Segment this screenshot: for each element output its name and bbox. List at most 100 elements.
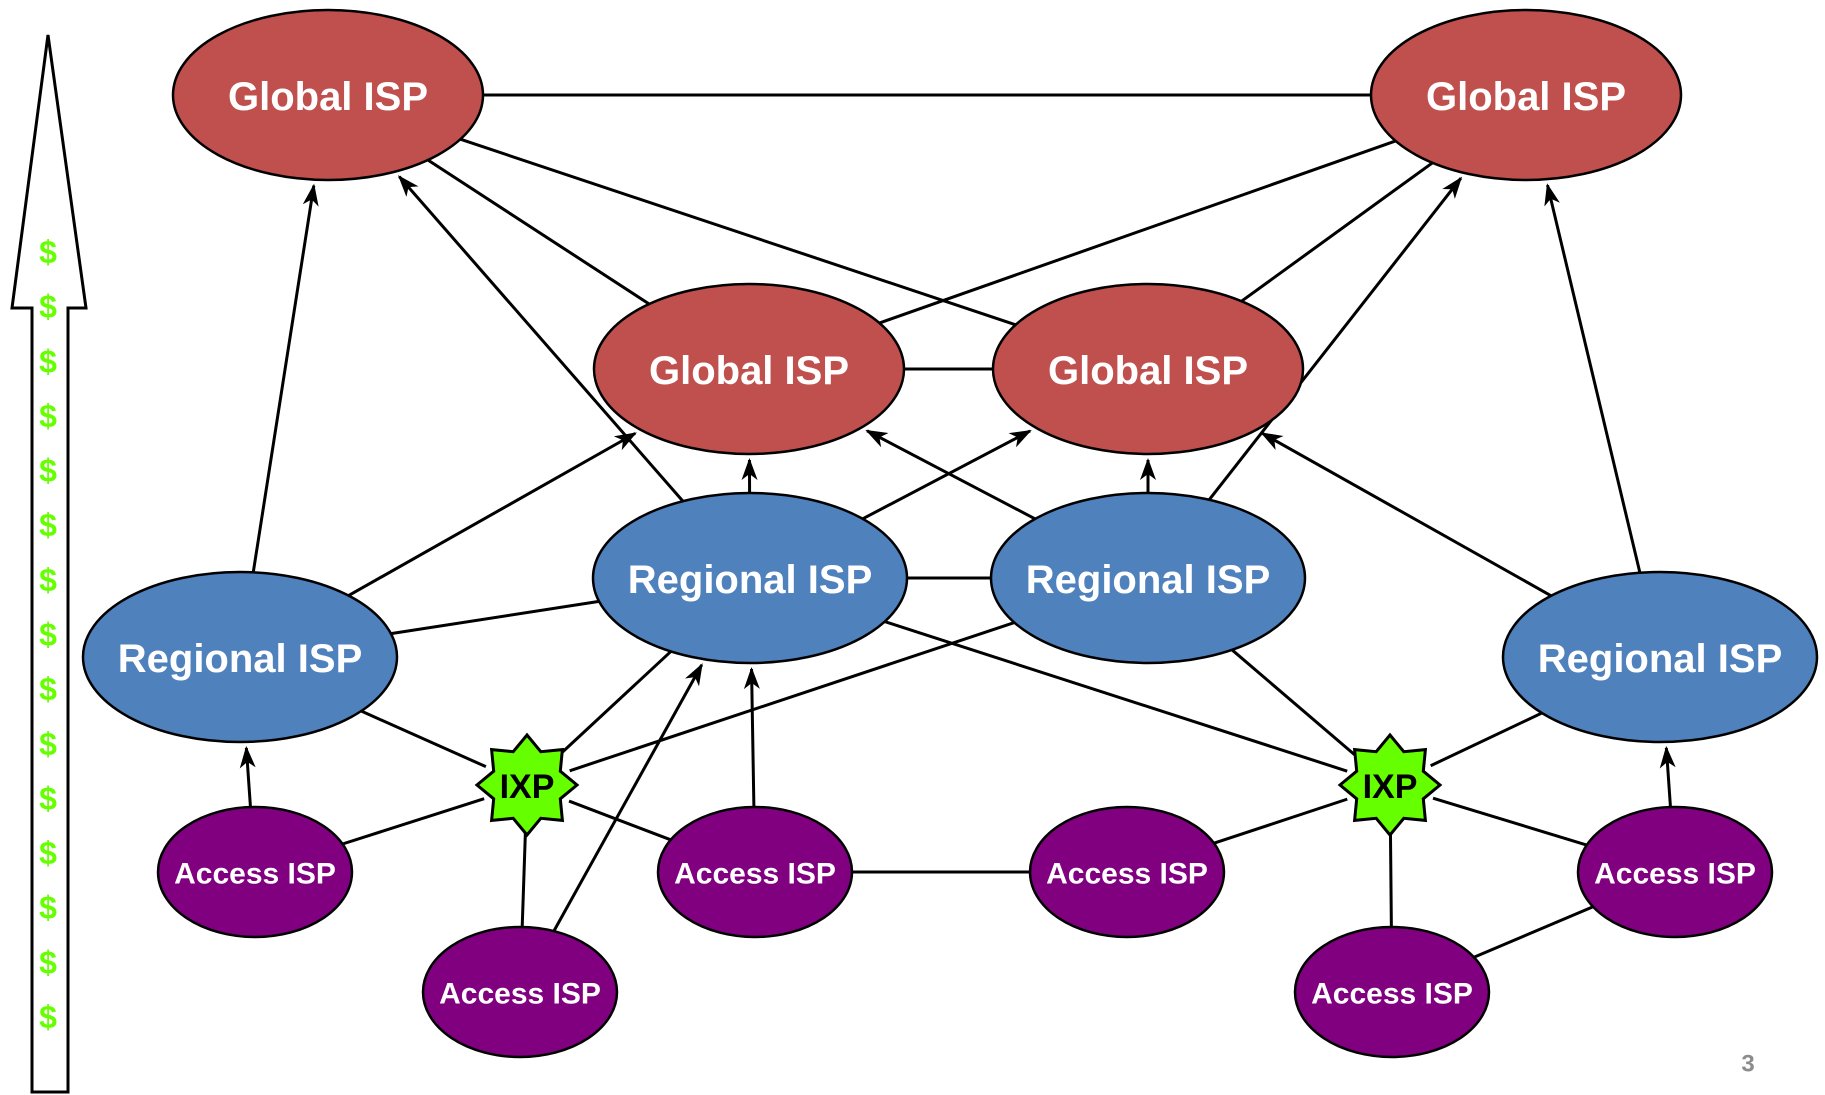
- access-isp-ellipse: [421, 925, 619, 1059]
- dollar-sign: $: [39, 780, 57, 816]
- access-isp-label: Access ISP: [1046, 858, 1208, 891]
- access-isp-node-a1: Access ISP: [156, 805, 354, 939]
- regional-isp-label: Regional ISP: [628, 558, 873, 602]
- arrow-a6-r4: [1659, 745, 1676, 808]
- ixp-label: IXP: [500, 768, 555, 806]
- dollar-stack: $ $ $ $ $ $ $ $ $ $ $ $ $ $ $: [39, 234, 57, 1035]
- global-isp-label: Global ISP: [228, 75, 428, 119]
- ixp-isp-node-x1: IXP: [474, 732, 580, 838]
- ixp-label: IXP: [1363, 768, 1418, 806]
- connection-lines: [239, 93, 1676, 959]
- global-isp-node-g1: Global ISP: [171, 8, 485, 182]
- regional-isp-ellipse: [989, 491, 1307, 665]
- access-isp-ellipse: [1576, 805, 1774, 939]
- arrow-r2-g1: [397, 175, 684, 503]
- ixp-star-shape: [1337, 732, 1443, 838]
- access-isp-node-a6: Access ISP: [1576, 805, 1774, 939]
- regional-isp-ellipse: [591, 491, 909, 665]
- link-r3-x2: [1230, 648, 1357, 757]
- global-isp-label: Global ISP: [1048, 349, 1248, 393]
- dollar-sign: $: [39, 453, 57, 489]
- dollar-sign: $: [39, 890, 57, 926]
- dollar-sign: $: [39, 289, 57, 325]
- arrow-r3-g3: [865, 429, 1036, 521]
- arrow-a3-r2: [743, 666, 760, 808]
- link-a2-x1: [520, 829, 527, 928]
- regional-isp-ellipse: [1501, 570, 1819, 744]
- global-isp-ellipse: [171, 8, 485, 182]
- link-r4-x2: [1430, 711, 1543, 768]
- regional-isp-label: Regional ISP: [1026, 558, 1271, 602]
- ixp-isp-node-x2: IXP: [1337, 732, 1443, 838]
- link-r1-x1: [360, 709, 487, 769]
- global-isp-ellipse: [1369, 8, 1683, 182]
- money-arrow-shape: [10, 34, 88, 1094]
- dollar-sign: $: [39, 944, 57, 980]
- regional-isp-label: Regional ISP: [118, 637, 363, 681]
- access-isp-node-a4: Access ISP: [1028, 805, 1226, 939]
- regional-isp-node-r3: Regional ISP: [989, 491, 1307, 665]
- dollar-sign: $: [39, 726, 57, 762]
- link-r3-x1: [569, 621, 1015, 773]
- regional-isp-label: Regional ISP: [1538, 637, 1783, 681]
- arrow-a2-r2: [552, 663, 704, 932]
- link-a3-x1: [568, 799, 672, 842]
- regional-isp-node-r2: Regional ISP: [591, 491, 909, 665]
- access-isp-ellipse: [656, 805, 854, 939]
- global-isp-node-g4: Global ISP: [991, 282, 1305, 456]
- access-isp-ellipse: [156, 805, 354, 939]
- arrow-r4-g2: [1544, 183, 1642, 574]
- global-isp-ellipse: [592, 282, 906, 456]
- link-g1-g4: [459, 137, 1017, 327]
- access-isp-node-a5: Access ISP: [1293, 925, 1491, 1059]
- access-isp-label: Access ISP: [1594, 858, 1756, 891]
- link-a1-x1: [342, 797, 485, 846]
- link-g2-g4: [1240, 161, 1434, 303]
- link-g1-g3: [427, 158, 650, 306]
- regional-isp-node-r1: Regional ISP: [81, 570, 399, 744]
- global-isp-label: Global ISP: [649, 349, 849, 393]
- link-r2-x2: [884, 620, 1348, 773]
- arrow-a1-r1: [239, 745, 256, 808]
- link-a4-x2: [1213, 797, 1348, 845]
- link-a6-x2: [1432, 796, 1588, 847]
- global-isp-label: Global ISP: [1426, 75, 1626, 119]
- link-r1-r2: [390, 599, 600, 636]
- dollar-sign: $: [39, 835, 57, 871]
- dollar-sign: $: [39, 671, 57, 707]
- link-a5-a6: [1473, 905, 1594, 959]
- ixp-star-shape: [474, 732, 580, 838]
- global-isp-node-g2: Global ISP: [1369, 8, 1683, 182]
- dollar-sign: $: [39, 343, 57, 379]
- link-r2-x1: [558, 650, 672, 756]
- money-arrow: $ $ $ $ $ $ $ $ $ $ $ $ $ $ $: [10, 34, 88, 1094]
- dollar-sign: $: [39, 507, 57, 543]
- access-isp-label: Access ISP: [674, 858, 836, 891]
- page-number: 3: [1741, 1051, 1754, 1078]
- isp-nodes: Global ISP Global ISP Global ISP Global ISP…: [81, 8, 1819, 1059]
- arrow-r2-g4: [861, 429, 1032, 521]
- regional-isp-node-r4: Regional ISP: [1501, 570, 1819, 744]
- access-isp-ellipse: [1028, 805, 1226, 939]
- access-isp-label: Access ISP: [439, 978, 601, 1011]
- arrow-r3-g2: [1208, 176, 1463, 501]
- dollar-sign: $: [39, 617, 57, 653]
- regional-isp-ellipse: [81, 570, 399, 744]
- dollar-sign: $: [39, 234, 57, 270]
- access-isp-ellipse: [1293, 925, 1491, 1059]
- link-g2-g3: [878, 139, 1397, 325]
- global-isp-node-g3: Global ISP: [592, 282, 906, 456]
- link-a5-x2: [1388, 829, 1393, 928]
- access-isp-label: Access ISP: [1311, 978, 1473, 1011]
- global-isp-ellipse: [991, 282, 1305, 456]
- dollar-sign: $: [39, 562, 57, 598]
- access-isp-node-a3: Access ISP: [656, 805, 854, 939]
- access-isp-label: Access ISP: [174, 858, 336, 891]
- arrow-r1-g3: [347, 432, 637, 597]
- dollar-sign: $: [39, 398, 57, 434]
- access-isp-node-a2: Access ISP: [421, 925, 619, 1059]
- arrow-r4-g4: [1260, 431, 1552, 598]
- dollar-sign: $: [39, 999, 57, 1035]
- arrow-r1-g1: [251, 183, 319, 573]
